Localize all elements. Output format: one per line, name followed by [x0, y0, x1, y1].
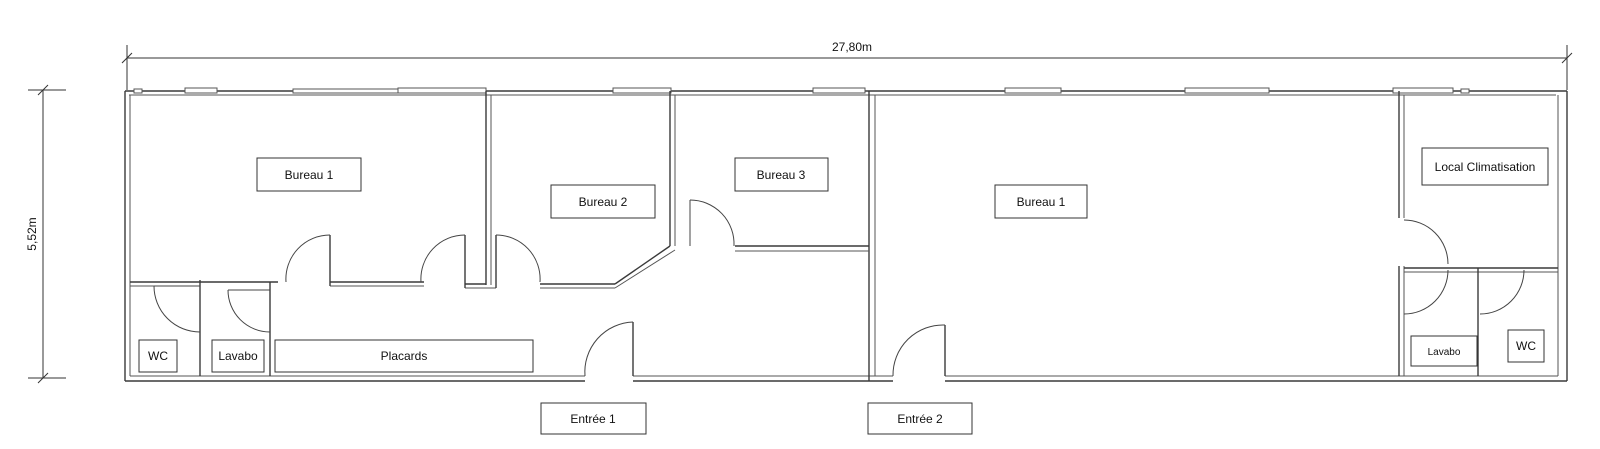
doors: [153, 199, 1525, 377]
room-label-wc-left: WC: [138, 339, 178, 373]
interior-walls: [130, 91, 1558, 381]
svg-text:Placards: Placards: [381, 349, 428, 363]
svg-text:WC: WC: [148, 349, 168, 363]
svg-text:Lavabo: Lavabo: [1428, 347, 1461, 358]
room-label-bureau-1-left: Bureau 1: [256, 157, 362, 192]
room-label-bureau-1-right: Bureau 1: [994, 184, 1088, 219]
room-label-lavabo-right: Lavabo: [1410, 335, 1478, 367]
windows: [133, 87, 1470, 94]
svg-text:WC: WC: [1516, 339, 1536, 353]
room-label-lavabo-left: Lavabo: [211, 339, 265, 373]
svg-text:Entrée 2: Entrée 2: [897, 412, 943, 426]
svg-text:Bureau 1: Bureau 1: [1017, 195, 1066, 209]
dimension-width-label: 27,80m: [832, 40, 872, 54]
room-label-local-climatisation: Local Climatisation: [1421, 147, 1549, 186]
svg-text:Bureau 2: Bureau 2: [579, 195, 628, 209]
entrance-label-2: Entrée 2: [867, 402, 973, 435]
svg-text:Entrée 1: Entrée 1: [570, 412, 616, 426]
svg-text:Bureau 1: Bureau 1: [285, 168, 334, 182]
dimension-height-label: 5,52m: [25, 217, 39, 250]
room-label-wc-right: WC: [1507, 329, 1545, 363]
svg-text:Lavabo: Lavabo: [218, 349, 258, 363]
svg-text:Local Climatisation: Local Climatisation: [1435, 160, 1536, 174]
dimension-height: 5,52m: [25, 84, 66, 384]
room-label-bureau-2: Bureau 2: [550, 184, 656, 219]
outer-walls: [124, 90, 1568, 382]
svg-text:Bureau 3: Bureau 3: [757, 168, 806, 182]
room-label-placards: Placards: [274, 339, 534, 373]
dimension-width: 27,80m: [121, 40, 1573, 90]
entrance-label-1: Entrée 1: [540, 402, 647, 435]
room-label-bureau-3: Bureau 3: [734, 157, 829, 192]
